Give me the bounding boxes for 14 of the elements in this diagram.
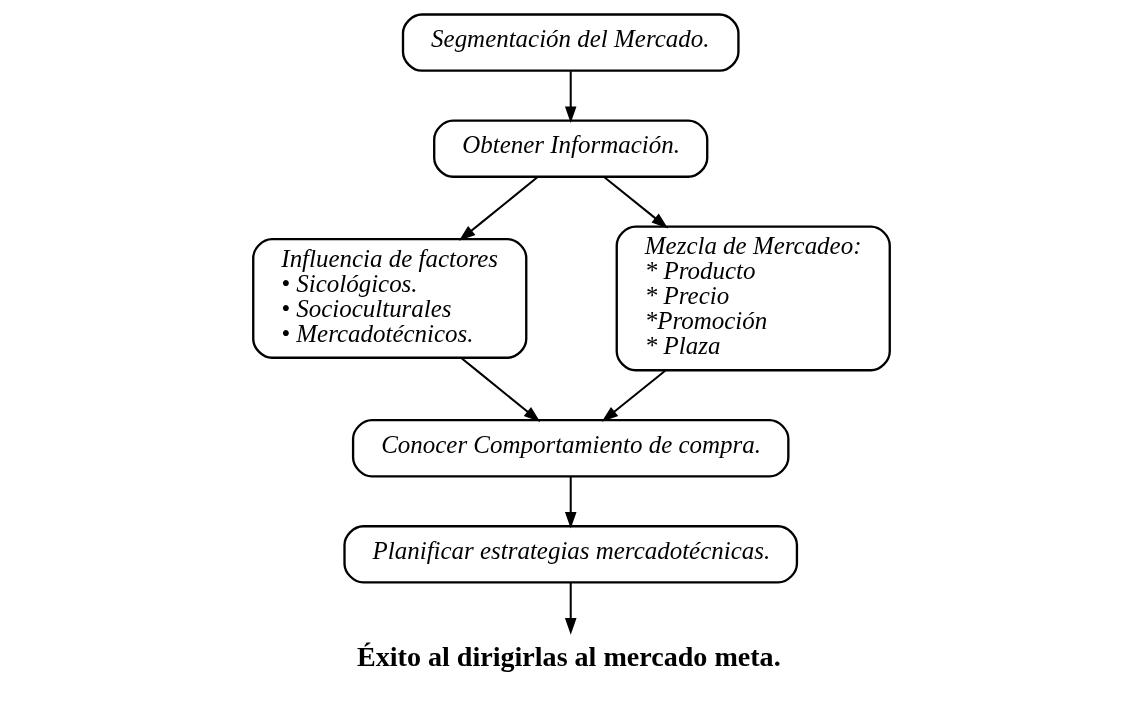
node-box: Conocer Comportamiento de compra. bbox=[351, 418, 790, 478]
node-box: Planificar estrategias mercadotécnicas. bbox=[343, 525, 799, 584]
node-box: Mezcla de Mercadeo: * Producto * Precio *Promoción * Plaza bbox=[615, 225, 891, 372]
arrow bbox=[564, 582, 577, 635]
arrow bbox=[458, 176, 539, 241]
node-box: Segmentación del Mercado. bbox=[401, 13, 740, 72]
arrow bbox=[564, 71, 577, 123]
node-box: Obtener Información. bbox=[433, 119, 709, 178]
arrow bbox=[564, 476, 577, 529]
arrow bbox=[601, 369, 667, 422]
node-box: Influencia de factores • Sicológicos. • Socioculturales • Mercadotécnicos. bbox=[252, 238, 528, 359]
node-text: Éxito al dirigirlas al mercado meta. bbox=[356, 640, 781, 672]
arrow bbox=[460, 357, 541, 422]
arrow bbox=[603, 176, 669, 229]
